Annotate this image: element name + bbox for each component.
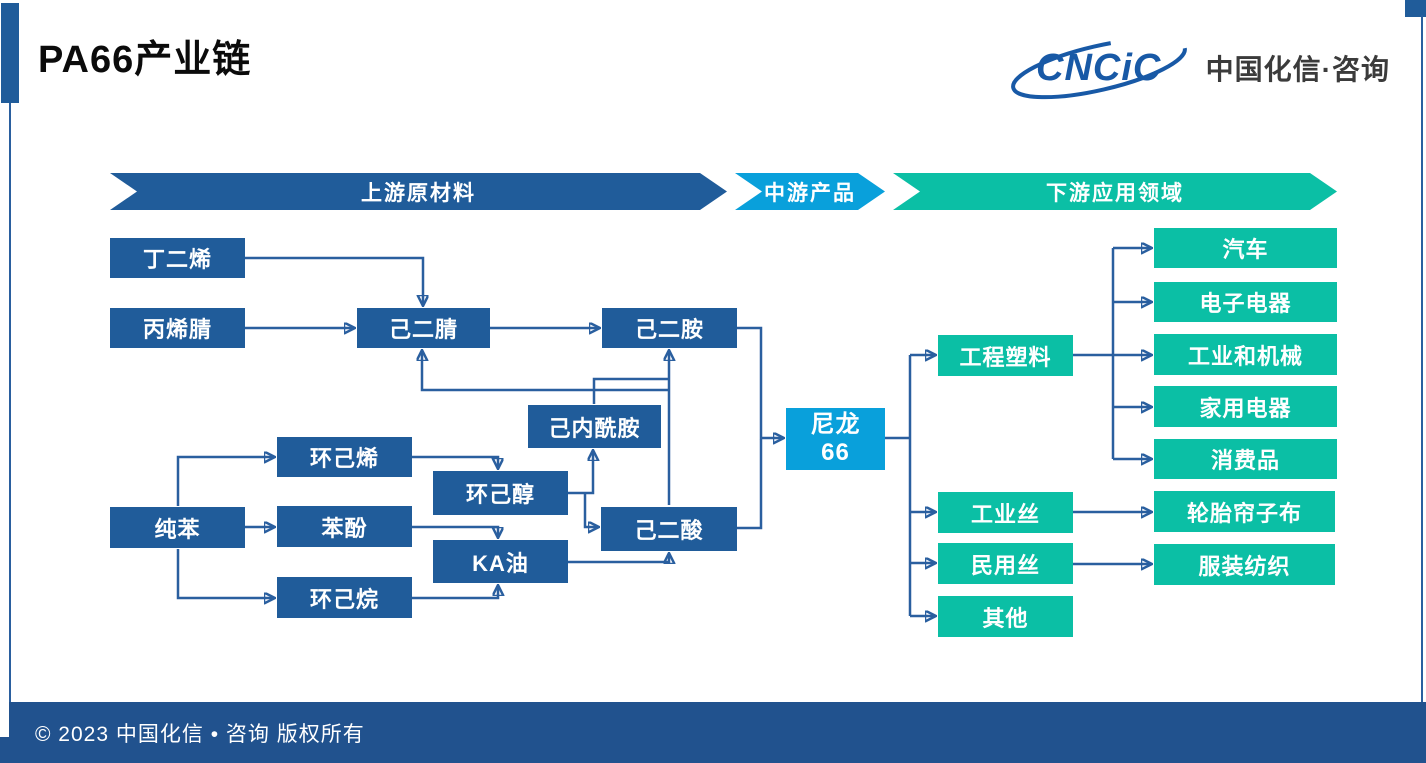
- logo-company-text: 中国化信·咨询: [1205, 54, 1390, 85]
- node-civil-yarn: 民用丝: [938, 543, 1073, 584]
- node-others: 其他: [938, 596, 1073, 637]
- logo: CNCiC 中国化信·咨询: [1006, 36, 1390, 100]
- node-hexamethylenediamine: 己二胺: [602, 308, 737, 348]
- banner-upstream: 上游原材料: [110, 173, 727, 210]
- node-automotive: 汽车: [1154, 228, 1337, 268]
- edge-cyclohexanol-caprolactam: [568, 451, 593, 495]
- node-cyclohexanol: 环己醇: [433, 471, 568, 515]
- banner-downstream: 下游应用领域: [893, 173, 1337, 210]
- logo-brand-text: CNCiC: [1036, 46, 1162, 89]
- edge-benzene-cyclohexene: [176, 457, 274, 506]
- left-accent-bar: [1, 3, 19, 103]
- node-butadiene: 丁二烯: [110, 238, 245, 278]
- edge-cyclohexane-kaoil: [412, 586, 498, 600]
- node-acrylonitrile: 丙烯腈: [110, 308, 245, 348]
- node-engineering-plastics: 工程塑料: [938, 335, 1073, 376]
- footer-bar: © 2023 中国化信 • 咨询 版权所有: [0, 702, 1426, 763]
- node-ka-oil: KA油: [433, 540, 568, 583]
- edge-adipicacid-adiponitrile: [422, 351, 669, 392]
- right-corner-accent: [1405, 0, 1426, 17]
- node-caprolactam: 己内酰胺: [528, 405, 661, 448]
- node-industrial-yarn: 工业丝: [938, 492, 1073, 533]
- node-nylon66: 尼龙 66: [786, 408, 885, 470]
- node-cyclohexane: 环己烷: [277, 577, 412, 618]
- node-apparel-textile: 服装纺织: [1154, 544, 1335, 585]
- edge-butadiene-adiponitrile: [245, 256, 423, 305]
- edge-cyclohexanol-adipicacid: [583, 493, 598, 527]
- edge-hexamethylenediamine-nylon66: [737, 326, 783, 438]
- node-industry-machinery: 工业和机械: [1154, 334, 1337, 375]
- node-cyclohexene: 环己烯: [277, 437, 412, 477]
- left-border-line: [9, 103, 11, 702]
- right-border-line: [1421, 15, 1423, 702]
- footer-left-notch: [0, 702, 9, 737]
- edge-cyclohexene-cyclohexanol: [412, 455, 498, 468]
- node-home-appliances: 家用电器: [1154, 386, 1337, 427]
- node-nylon66-line1: 尼龙: [810, 411, 861, 439]
- node-phenol: 苯酚: [277, 506, 412, 547]
- node-adipic-acid: 己二酸: [601, 507, 737, 551]
- node-nylon66-line2: 66: [821, 439, 850, 466]
- edge-kaoil-adipicacid: [568, 554, 669, 562]
- logo-orbit-icon: [1010, 36, 1187, 100]
- edge-benzene-cyclohexane: [176, 549, 274, 598]
- footer-copyright: © 2023 中国化信 • 咨询 版权所有: [35, 722, 365, 746]
- edge-adipicacid-nylon66: [737, 439, 763, 530]
- node-benzene: 纯苯: [110, 507, 245, 548]
- page-title: PA66产业链: [38, 39, 252, 81]
- cncic-logo-mark: CNCiC: [1006, 36, 1192, 100]
- node-consumer-goods: 消费品: [1154, 439, 1337, 479]
- node-electronics: 电子电器: [1154, 282, 1337, 322]
- edge-caprolactam-hexamethylenediamine: [592, 377, 668, 404]
- node-adiponitrile: 己二腈: [357, 308, 490, 348]
- edge-phenol-kaoil: [412, 525, 498, 537]
- node-tire-cord: 轮胎帘子布: [1154, 491, 1335, 532]
